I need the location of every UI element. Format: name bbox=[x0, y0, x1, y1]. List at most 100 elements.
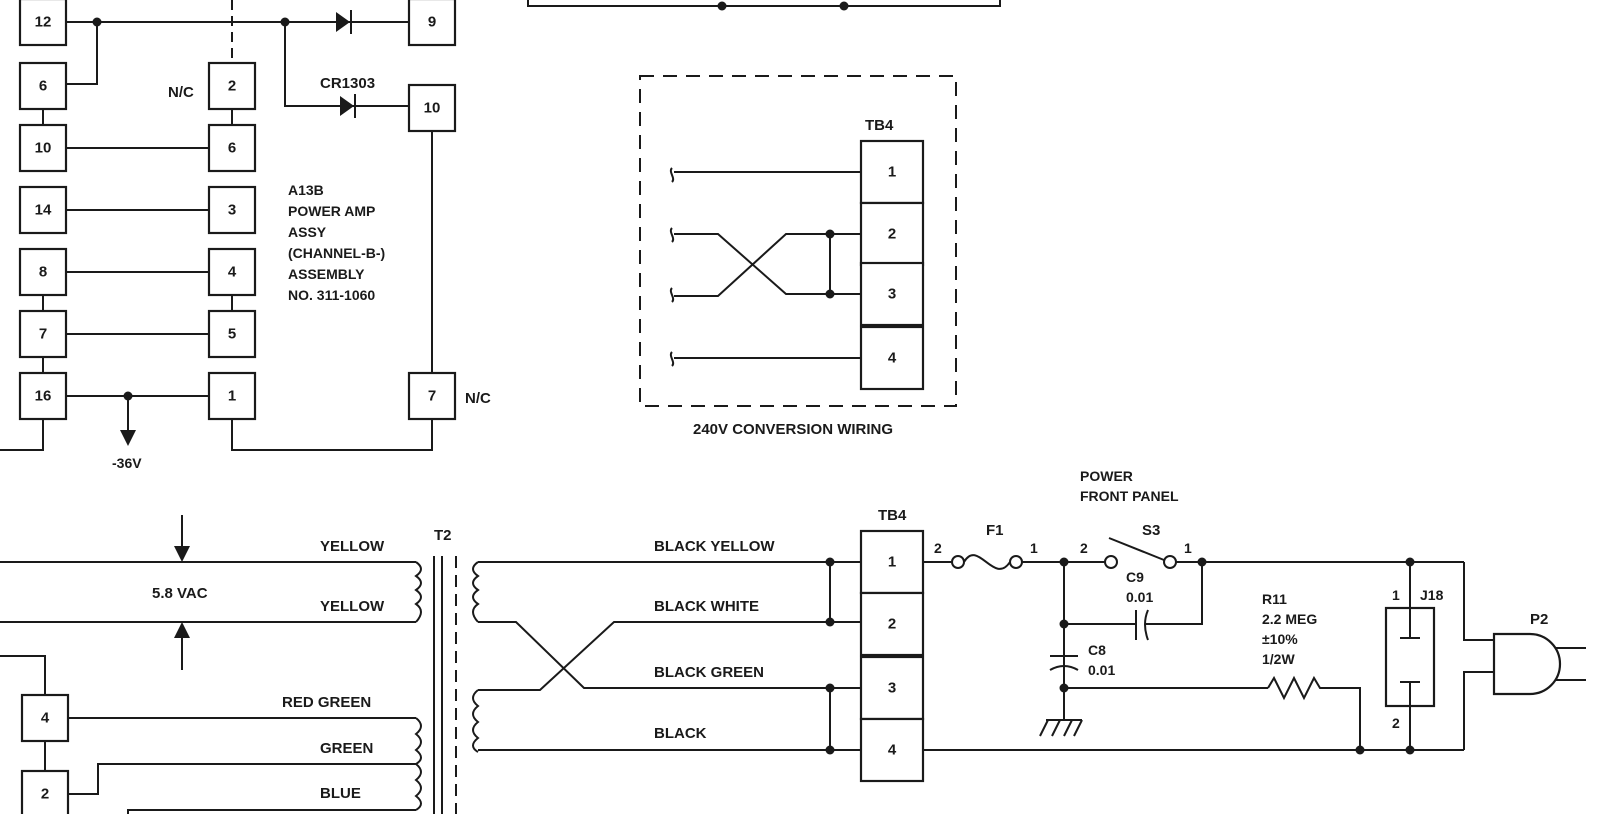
left-pin-label-2: 10 bbox=[35, 140, 52, 157]
c9-name: C9 bbox=[1126, 569, 1144, 585]
assy-line-5: ASSEMBLY bbox=[288, 266, 365, 282]
resistor-r11-icon bbox=[1267, 675, 1361, 750]
left-pin-label-3: 14 bbox=[35, 202, 52, 219]
tb4-pin-label-2: 3 bbox=[888, 680, 896, 697]
fuse-label: F1 bbox=[986, 522, 1004, 539]
left-pin-label-4: 8 bbox=[39, 264, 47, 281]
c8-value: 0.01 bbox=[1088, 662, 1115, 678]
sec-label-yellow-2: YELLOW bbox=[320, 598, 385, 615]
transformer-t2-icon bbox=[414, 556, 480, 814]
left-pin-box-4 bbox=[18, 247, 68, 297]
right-pin-label-0: 9 bbox=[428, 14, 436, 31]
assy-line-2: POWER AMP bbox=[288, 203, 375, 219]
power-section: 5.8 VAC 42 YELLOW YELLOW RED GREEN GREEN… bbox=[0, 468, 1586, 814]
left-pin-box-3 bbox=[18, 185, 68, 235]
left-pin-label-0: 12 bbox=[35, 14, 52, 31]
tb4-label: TB4 bbox=[878, 507, 907, 524]
c8-name: C8 bbox=[1088, 642, 1106, 658]
conversion-wires bbox=[669, 167, 862, 367]
right-pin-label-2: 7 bbox=[428, 388, 436, 405]
transformer-label: T2 bbox=[434, 527, 452, 544]
fuse-pin-b: 1 bbox=[1030, 540, 1038, 556]
mid-pin-label-0: 2 bbox=[228, 78, 236, 95]
fuse-f1-icon bbox=[922, 554, 1105, 570]
tb4-pin-label-3: 4 bbox=[888, 742, 897, 759]
mid-pin-box-3 bbox=[207, 247, 257, 297]
mid-pin-label-3: 4 bbox=[228, 264, 237, 281]
mid-pin-box-1 bbox=[207, 123, 257, 173]
pri-label-black-yellow: BLACK YELLOW bbox=[654, 538, 775, 555]
switch-pin-b: 1 bbox=[1184, 540, 1192, 556]
diode-upper-icon bbox=[336, 10, 352, 34]
lower-pin-label-0: 4 bbox=[41, 710, 50, 727]
conv-pin-label-1: 2 bbox=[888, 226, 896, 243]
conv-pin-label-2: 3 bbox=[888, 286, 896, 303]
c9-value: 0.01 bbox=[1126, 589, 1153, 605]
plug-p2-icon bbox=[1463, 562, 1586, 750]
arrow-down-icon bbox=[174, 546, 190, 562]
switch-label: S3 bbox=[1142, 522, 1160, 539]
mid-pin-box-5 bbox=[207, 371, 257, 421]
wire-to-pin-4 bbox=[0, 655, 46, 694]
r11-tolerance: ±10% bbox=[1262, 631, 1298, 647]
right-pin-box-2 bbox=[407, 371, 457, 421]
assy-line-1: A13B bbox=[288, 182, 324, 198]
mid-pin-label-4: 5 bbox=[228, 326, 236, 343]
tb4-pin-box-1 bbox=[859, 591, 925, 657]
jack-label: J18 bbox=[1420, 587, 1444, 603]
pri-label-black-white: BLACK WHITE bbox=[654, 598, 759, 615]
left-pin-label-5: 7 bbox=[39, 326, 47, 343]
right-pin-box-1 bbox=[407, 83, 457, 133]
assy-line-4: (CHANNEL-B-) bbox=[288, 245, 385, 261]
left-pin-box-5 bbox=[18, 309, 68, 359]
conversion-dashed-frame bbox=[639, 75, 957, 407]
conversion-caption: 240V CONVERSION WIRING bbox=[693, 421, 893, 438]
wire-12-to-6 bbox=[64, 22, 98, 85]
diode-cr1303-label: CR1303 bbox=[320, 75, 375, 92]
voltage-label: 5.8 VAC bbox=[152, 585, 208, 602]
wire-16-out bbox=[0, 420, 44, 451]
conv-pin-label-0: 1 bbox=[888, 164, 896, 181]
right-pin-box-0 bbox=[407, 0, 457, 47]
wire-to-cr1303 bbox=[284, 22, 408, 107]
wire-1-to-7 bbox=[231, 420, 433, 451]
sec-label-red-green: RED GREEN bbox=[282, 694, 371, 711]
mid-pin-label-2: 3 bbox=[228, 202, 236, 219]
conv-pin-box-3 bbox=[859, 325, 925, 391]
tb4-pin-box-3 bbox=[859, 717, 925, 783]
tb4-pin-box-2 bbox=[859, 655, 925, 721]
conversion-terminal-block: 1 2 3 4 bbox=[859, 139, 925, 391]
tb4-pin-box-0 bbox=[859, 529, 925, 595]
neg-voltage-label: -36V bbox=[112, 455, 142, 471]
top-right-board-edge bbox=[527, 0, 1001, 11]
plug-label: P2 bbox=[1530, 611, 1548, 628]
arrow-up-icon bbox=[174, 622, 190, 638]
left-pin-box-2 bbox=[18, 123, 68, 173]
tb4-pin-label-0: 1 bbox=[888, 554, 896, 571]
jack-pin-a: 1 bbox=[1392, 587, 1400, 603]
nc-label-bottom: N/C bbox=[465, 390, 491, 407]
conversion-terminal-name: TB4 bbox=[865, 117, 894, 134]
nc-label-top: N/C bbox=[168, 84, 194, 101]
conv-pin-label-3: 4 bbox=[888, 350, 897, 367]
wire-black-green-cross bbox=[478, 621, 830, 689]
mid-pin-box-4 bbox=[207, 309, 257, 359]
sec-label-blue: BLUE bbox=[320, 785, 361, 802]
wire-black-white-cross bbox=[478, 621, 862, 691]
mid-pin-box-0 bbox=[207, 61, 257, 111]
mid-pin-label-1: 6 bbox=[228, 140, 236, 157]
r11-power: 1/2W bbox=[1262, 651, 1295, 667]
r11-name: R11 bbox=[1262, 591, 1287, 607]
pri-label-black-green: BLACK GREEN bbox=[654, 664, 764, 681]
wire-green bbox=[67, 763, 416, 795]
sec-label-yellow-1: YELLOW bbox=[320, 538, 385, 555]
arrow-down-icon bbox=[120, 430, 136, 446]
left-pin-box-0 bbox=[18, 0, 68, 47]
left-pin-box-6 bbox=[18, 371, 68, 421]
